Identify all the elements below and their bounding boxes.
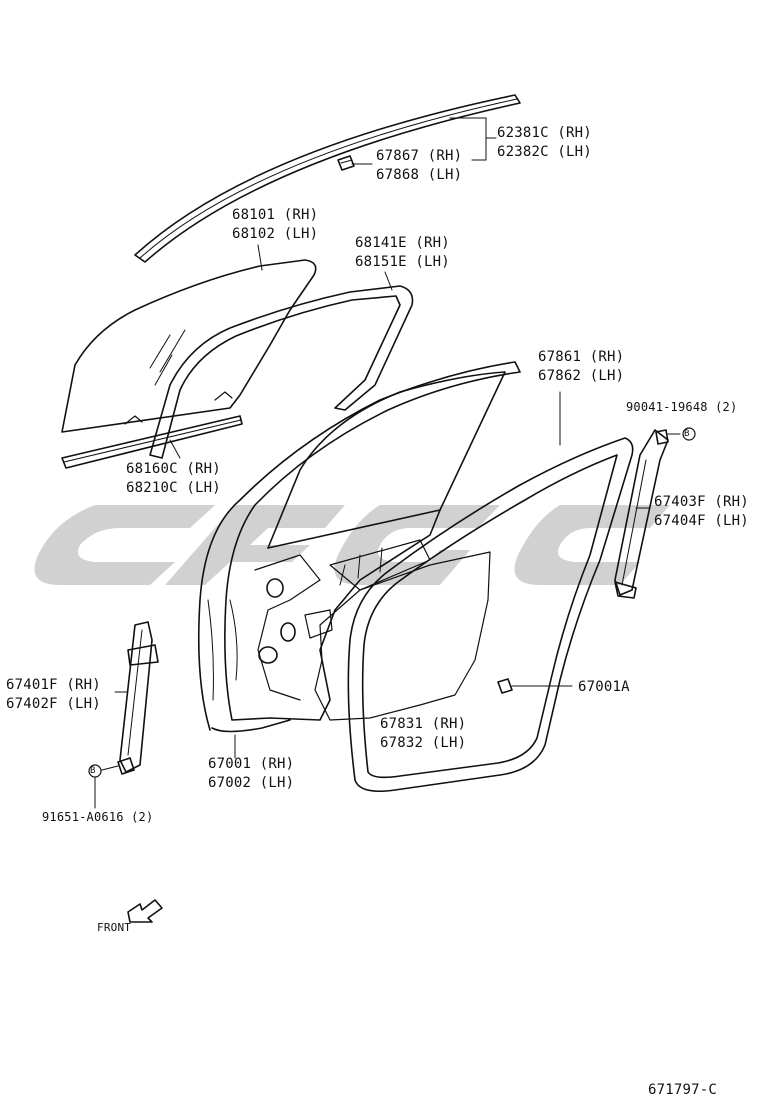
label-68151e-lh: 68151E (LH)	[355, 254, 450, 270]
leader-lines	[94, 117, 681, 809]
molding-clip	[337, 155, 355, 171]
label-67002-lh: 67002 (LH)	[208, 775, 295, 791]
label-68102-lh: 68102 (LH)	[232, 226, 319, 242]
label-68101-rh: 68101 (RH)	[232, 207, 319, 223]
roof-molding	[134, 94, 521, 263]
label-68210c-lh: 68210C (LH)	[126, 480, 221, 496]
belt-weatherstrip	[61, 415, 243, 469]
service-hole-cover	[314, 551, 491, 721]
label-62381c-rh: 62381C (RH)	[497, 125, 592, 141]
door-glass	[61, 259, 317, 433]
glass-run-channel	[149, 285, 414, 459]
label-67867-rh: 67867 (RH)	[376, 148, 463, 164]
label-67861-rh: 67861 (RH)	[538, 349, 625, 365]
door-weatherstrip	[347, 437, 634, 793]
bolt-marker-label-rear: B	[684, 429, 690, 439]
label-67402f-lh: 67402F (LH)	[6, 696, 101, 712]
label-67001-rh: 67001 (RH)	[208, 756, 295, 772]
label-67868-lh: 67868 (LH)	[376, 167, 463, 183]
label-90041-19648: 90041-19648 (2)	[626, 400, 738, 414]
watermark-logo	[34, 505, 670, 585]
bolt-marker-label-front: B	[90, 766, 96, 776]
label-front: FRONT	[97, 921, 132, 934]
front-arrow-icon	[127, 899, 163, 923]
door-panel	[197, 361, 521, 733]
label-67832-lh: 67832 (LH)	[380, 735, 467, 751]
label-67862-lh: 67862 (LH)	[538, 368, 625, 384]
bolt-front	[117, 757, 135, 775]
drawing-number: 671797-C	[648, 1082, 718, 1098]
hole-plug	[497, 678, 513, 694]
rear-window-channel	[614, 429, 669, 599]
label-67404f-lh: 67404F (LH)	[654, 513, 749, 529]
label-67403f-rh: 67403F (RH)	[654, 494, 749, 510]
label-67831-rh: 67831 (RH)	[380, 716, 467, 732]
bolt-rear	[655, 429, 669, 445]
bolt-marker-icon	[88, 427, 696, 778]
label-68141e-rh: 68141E (RH)	[355, 235, 450, 251]
label-68160c-rh: 68160C (RH)	[126, 461, 221, 477]
front-window-channel	[119, 621, 159, 773]
label-62382c-lh: 62382C (LH)	[497, 144, 592, 160]
label-67401f-rh: 67401F (RH)	[6, 677, 101, 693]
label-67001a: 67001A	[578, 679, 630, 695]
label-91651-a0616: 91651-A0616 (2)	[42, 810, 154, 824]
